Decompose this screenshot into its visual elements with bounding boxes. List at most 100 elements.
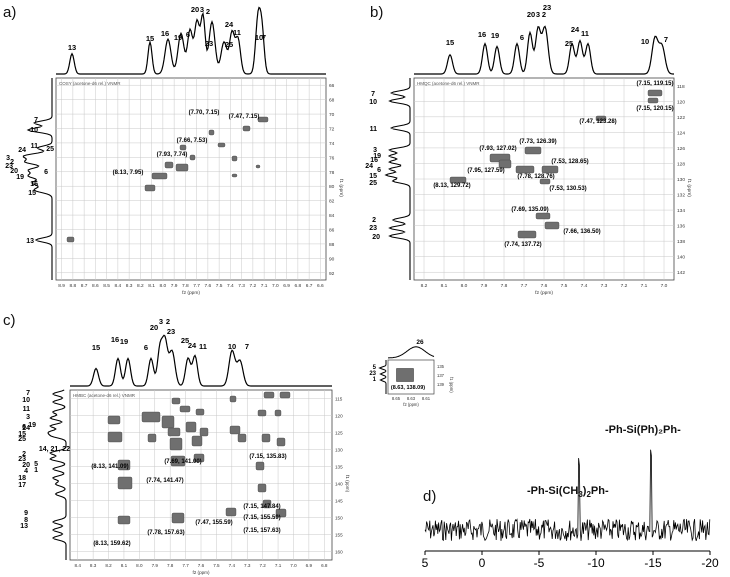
y-tick-label: 150 xyxy=(335,516,343,521)
cross-peak xyxy=(498,159,512,169)
crosspeak-label: (7.66, 136.50) xyxy=(563,229,600,235)
x-tick-label: 7.6 xyxy=(541,283,548,289)
y-tick-label: 135 xyxy=(335,465,343,470)
panel-a-letter: a) xyxy=(3,4,17,21)
cross-peak xyxy=(117,515,131,525)
top-peak-label: 11 xyxy=(581,29,589,38)
side-peak-label: 23 xyxy=(5,163,13,170)
cross-peak xyxy=(229,395,237,403)
side-peak-label: 15 xyxy=(18,431,26,438)
top-peak-label: 15 xyxy=(446,38,454,47)
x-tick-label: 8.3 xyxy=(126,283,133,289)
crosspeak-label: (7.95, 127.59) xyxy=(467,168,504,174)
top-peak-label: 25 xyxy=(225,40,233,49)
top-peak-label: 10 xyxy=(641,37,649,46)
cross-peak xyxy=(191,435,203,447)
crosspeak-label: (7.69, 135.09) xyxy=(511,207,548,213)
top-peak-label: 6 xyxy=(186,30,190,39)
top-peak-label: 3 xyxy=(536,10,540,19)
y-tick-label: 126 xyxy=(677,146,685,152)
inset-side-label: 23 xyxy=(369,371,376,377)
top-peak-label: 6 xyxy=(520,33,524,42)
crosspeak-label: (7.15, 155.59) xyxy=(243,515,280,521)
y-axis-label: f1 (ppm) xyxy=(686,179,692,197)
side-1d-trace xyxy=(384,78,411,280)
cross-peak xyxy=(170,455,186,467)
top-1d-trace xyxy=(56,6,326,75)
inset-x-tick: 8.63 xyxy=(407,396,416,401)
side-peak-label: 23 xyxy=(369,225,377,232)
cross-peak xyxy=(263,391,275,399)
y-tick-label: 120 xyxy=(335,414,343,419)
y-tick-label: 115 xyxy=(335,397,343,402)
side-peak-label: 8 xyxy=(24,517,28,524)
x-tick-label: -20 xyxy=(701,556,719,570)
x-tick-label: 8.9 xyxy=(58,283,65,289)
side-peak-label: 2 xyxy=(22,451,26,458)
y-tick-label: 136 xyxy=(677,224,685,230)
si-nmr-trace xyxy=(424,449,711,542)
inset-y-label: f1 (ppm) xyxy=(449,377,454,393)
top-peak-label: 19 xyxy=(120,337,128,346)
x-tick-label: 7.7 xyxy=(521,283,528,289)
x-tick-label: -15 xyxy=(644,556,662,570)
inset-x-tick: 8.61 xyxy=(422,396,431,401)
panel-c-letter: c) xyxy=(3,312,16,329)
cross-peak xyxy=(189,154,196,161)
cross-peak xyxy=(171,397,181,405)
side-peak-label: 25 xyxy=(46,146,54,153)
crosspeak-label: (7.93, 127.02) xyxy=(479,146,516,152)
cross-peak xyxy=(217,142,226,148)
x-tick-label: 7.5 xyxy=(561,283,568,289)
cross-peak xyxy=(515,165,535,174)
crosspeak-label: (7.53, 128.65) xyxy=(551,159,588,165)
cross-peak xyxy=(167,427,181,437)
y-tick-label: 74 xyxy=(329,141,335,147)
x-tick-label: 7.2 xyxy=(250,283,257,289)
side-peak-label: 15 xyxy=(28,190,36,197)
y-tick-label: 140 xyxy=(677,255,685,261)
x-tick-label: 8.2 xyxy=(137,283,144,289)
y-tick-label: 68 xyxy=(329,98,335,104)
side-peak-label: 24 xyxy=(365,163,373,170)
top-peak-label: 10 xyxy=(255,33,263,42)
cross-peak xyxy=(517,230,537,239)
x-axis-label: f2 (ppm) xyxy=(182,290,200,296)
cross-peak xyxy=(257,409,267,417)
x-tick-label: 8.6 xyxy=(92,283,99,289)
cross-peak xyxy=(185,421,197,433)
x-tick-label: 8.8 xyxy=(70,283,77,289)
side-peak-label: 1 xyxy=(34,467,38,474)
cross-peak xyxy=(539,178,551,185)
y-tick-label: 130 xyxy=(677,177,685,183)
top-peak-label: 20 xyxy=(527,10,535,19)
top-peak-label: 2 xyxy=(166,317,170,326)
crosspeak-label: (7.74, 141.47) xyxy=(146,478,183,484)
inset-cross-peak xyxy=(396,368,414,382)
cross-peak xyxy=(261,433,271,443)
x-tick-label: 7.0 xyxy=(661,283,668,289)
cross-peak xyxy=(225,507,237,517)
y-tick-label: 80 xyxy=(329,184,335,190)
inset-y-tick: 139 xyxy=(437,382,445,387)
x-tick-label: 7.7 xyxy=(193,283,200,289)
side-peak-label: 24 xyxy=(22,425,30,432)
side-peak-label: 18 xyxy=(18,475,26,482)
y-tick-label: 142 xyxy=(677,270,685,276)
top-peak-label: 20 xyxy=(150,323,158,332)
side-peak-label: 25 xyxy=(18,436,26,443)
top-peak-label: 13 xyxy=(68,43,76,52)
y-tick-label: 132 xyxy=(677,193,685,199)
x-tick-label: 7.9 xyxy=(171,283,178,289)
x-tick-label: 6.8 xyxy=(321,563,328,568)
y-tick-label: 155 xyxy=(335,533,343,538)
inset-crosspeak-label: (8.63, 138.09) xyxy=(391,385,425,391)
cross-peak xyxy=(276,437,286,447)
y-tick-label: 138 xyxy=(677,239,685,245)
y-tick-label: 86 xyxy=(329,228,335,234)
side-peak-label: 19 xyxy=(16,174,24,181)
crosspeak-label: (7.70, 7.15) xyxy=(189,110,220,116)
side-peak-label: 20 xyxy=(372,234,380,241)
